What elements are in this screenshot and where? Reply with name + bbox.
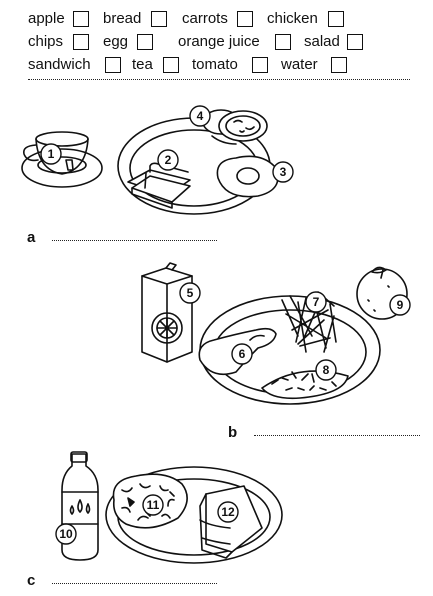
number-marker-label: 1 — [48, 147, 55, 161]
checkbox-tomato[interactable] — [252, 57, 268, 73]
word-tomato: tomato — [192, 56, 238, 73]
section-label-a: a — [27, 229, 36, 246]
number-marker-circle — [40, 143, 62, 165]
word-orange-juice: orange juice — [178, 33, 260, 50]
section-label-b: b — [228, 424, 238, 441]
number-marker-circle — [305, 291, 327, 313]
word-salad: salad — [304, 33, 340, 50]
answer-line-b[interactable] — [254, 435, 420, 436]
word-bank-divider — [28, 79, 410, 80]
juice-carton-icon — [141, 262, 193, 363]
number-marker-circle — [142, 494, 164, 516]
number-marker-circle — [231, 343, 253, 365]
number-marker-circle — [179, 282, 201, 304]
number-marker-label: 4 — [197, 109, 204, 123]
word-chips: chips — [28, 33, 64, 50]
tomato-slices-icon — [202, 109, 268, 145]
number-marker-label: 9 — [397, 298, 404, 312]
number-marker-label: 5 — [187, 286, 194, 300]
checkbox-salad[interactable] — [347, 34, 363, 50]
number-marker-label: 3 — [280, 165, 287, 179]
number-marker-label: 11 — [147, 498, 160, 512]
tea-cup-icon — [21, 131, 103, 188]
checkbox-bread[interactable] — [151, 11, 167, 27]
number-marker-label: 2 — [165, 153, 172, 167]
word-bread: bread — [103, 10, 142, 27]
number-marker-label: 6 — [239, 347, 246, 361]
number-marker-circle — [55, 523, 77, 545]
checkbox-orange-juice[interactable] — [275, 34, 291, 50]
number-marker-circle — [315, 359, 337, 381]
checkbox-chips[interactable] — [73, 34, 89, 50]
number-marker-label: 7 — [313, 295, 320, 309]
number-marker-circle — [389, 294, 411, 316]
word-bank: apple bread carrots chicken chips egg or… — [0, 0, 433, 78]
checkbox-apple[interactable] — [73, 11, 89, 27]
number-marker-circle — [272, 161, 294, 183]
answer-line-c[interactable] — [52, 583, 217, 584]
word-chicken: chicken — [267, 10, 318, 27]
checkbox-tea[interactable] — [163, 57, 179, 73]
checkbox-chicken[interactable] — [328, 11, 344, 27]
checkbox-water[interactable] — [331, 57, 347, 73]
number-marker-label: 10 — [59, 527, 73, 541]
number-marker-label: 12 — [221, 505, 235, 519]
word-water: water — [281, 56, 318, 73]
word-sandwich: sandwich — [28, 56, 91, 73]
number-marker-circle — [157, 149, 179, 171]
answer-line-a[interactable] — [52, 240, 217, 241]
word-egg: egg — [103, 33, 129, 50]
word-carrots: carrots — [182, 10, 228, 27]
number-marker-circle — [217, 501, 239, 523]
number-marker-label: 8 — [323, 363, 330, 377]
checkbox-sandwich[interactable] — [105, 57, 121, 73]
checkbox-carrots[interactable] — [237, 11, 253, 27]
section-label-c: c — [27, 572, 36, 589]
word-tea: tea — [132, 56, 153, 73]
toast-icon — [127, 162, 191, 209]
number-marker-circle — [189, 105, 211, 127]
word-apple: apple — [28, 10, 65, 27]
checkbox-egg[interactable] — [137, 34, 153, 50]
fried-egg-icon — [216, 155, 279, 198]
